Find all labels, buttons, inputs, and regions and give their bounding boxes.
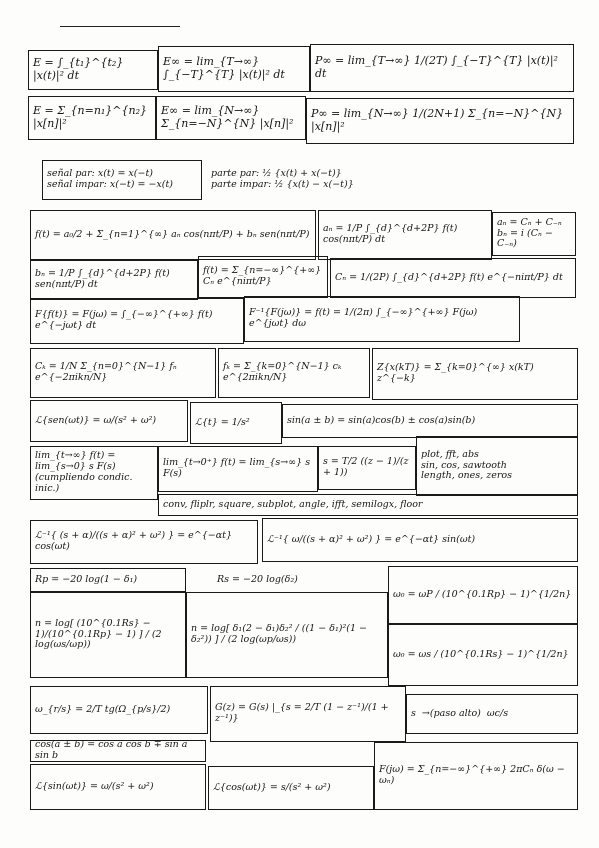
- box-energy-cont: E = ∫_{t₁}^{t₂} |x(t)|² dt: [28, 50, 158, 90]
- box-cos-sum: cos(a ± b) = cos a cos b ∓ sin a sin b: [30, 740, 206, 762]
- box-energy-inf-disc: E∞ = lim_{N→∞} Σ_{n=−N}^{N} |x[n]|²: [156, 96, 306, 140]
- box-prewarp: ω_{r/s} = 2/T tg(Ω_{p/s}/2): [30, 686, 208, 734]
- box-inverse-fourier: F⁻¹{F(jω)} = f(t) = 1/(2π) ∫_{−∞}^{+∞} F…: [244, 296, 520, 342]
- box-inv-laplace-sin: ℒ⁻¹{ ω/((s + α)² + ω²) } = e^{−αt} sin(ω…: [262, 518, 578, 562]
- box-fourier-transform: F{f(t)} = F(jω) = ∫_{−∞}^{+∞} f(t) e^{−j…: [30, 298, 244, 344]
- box-n-order-2: n = log[ δ₁(2 − δ₁)δ₂² / ((1 − δ₁)²(1 − …: [186, 592, 388, 678]
- box-w0-ws: ω₀ = ωs / (10^{0.1Rs} − 1)^{1/2n}: [388, 624, 578, 686]
- box-laplace-sin-2: ℒ{sin(ωt)} = ω/(s² + ω²): [30, 764, 206, 810]
- box-fourier-bn: bₙ = 1/P ∫_{d}^{d+2P} f(t) sen(nπt/P) dt: [30, 260, 198, 300]
- box-matlab-fns-2: conv, fliplr, square, subplot, angle, if…: [158, 494, 578, 516]
- box-n-order-1: n = log[ (10^{0.1Rs} − 1)/(10^{0.1Rp} − …: [30, 592, 186, 678]
- box-energy-inf-cont: E∞ = lim_{T→∞} ∫_{−T}^{T} |x(t)|² dt: [158, 46, 310, 92]
- box-signal-even-odd: señal par: x(t) = x(−t) señal impar: x(−…: [42, 160, 202, 200]
- top-rule: [60, 26, 180, 27]
- box-rp: Rp = −20 log(1 − δ₁): [30, 568, 186, 592]
- box-final-value: lim_{t→∞} f(t) = lim_{s→0} s F(s) (cumpl…: [30, 446, 158, 500]
- box-power-inf-disc: P∞ = lim_{N→∞} 1/(2N+1) Σ_{n=−N}^{N} |x[…: [306, 98, 574, 144]
- box-energy-disc: E = Σ_{n=n₁}^{n₂} |x[n]|²: [28, 96, 156, 140]
- box-fourier-an: aₙ = 1/P ∫_{d}^{d+2P} f(t) cos(nπt/P) dt: [318, 210, 492, 260]
- box-complex-series: f(t) = Σ_{n=−∞}^{+∞} Cₙ e^{niπt/P}: [198, 256, 328, 298]
- box-power-inf-cont: P∞ = lim_{T→∞} 1/(2T) ∫_{−T}^{T} |x(t)|²…: [310, 44, 574, 92]
- box-parts-even-odd: parte par: ½ {x(t) + x(−t)} parte impar:…: [211, 168, 354, 190]
- box-fourier-series: f(t) = a₀/2 + Σ_{n=1}^{∞} aₙ cos(nπt/P) …: [30, 210, 316, 260]
- box-sin-sum: sin(a ± b) = sin(a)cos(b) ± cos(a)sin(b): [282, 404, 578, 438]
- box-an-bn-cn: aₙ = Cₙ + C₋ₙ bₙ = i (Cₙ − C₋ₙ): [492, 212, 576, 256]
- box-lowpass-hp: s →(paso alto) ωc/s: [406, 694, 578, 734]
- box-complex-cn: Cₙ = 1/(2P) ∫_{d}^{d+2P} f(t) e^{−niπt/P…: [330, 258, 576, 298]
- box-bilinear-s: s = T/2 ((z − 1)/(z + 1)): [318, 446, 416, 490]
- box-laplace-cos: ℒ{cos(ωt)} = s/(s² + ω²): [208, 766, 374, 810]
- box-inv-laplace-cos: ℒ⁻¹{ (s + α)/((s + α)² + ω²) } = e^{−αt}…: [30, 520, 258, 564]
- box-initial-value: lim_{t→0⁺} f(t) = lim_{s→∞} s F(s): [158, 446, 318, 492]
- box-matlab-fns: plot, fft, abs sin, cos, sawtooth length…: [416, 436, 578, 496]
- box-rs: Rs = −20 log(δ₂): [217, 573, 298, 585]
- box-z-transform: Z{x(kT)} = Σ_{k=0}^{∞} x(kT) z^{−k}: [372, 348, 578, 400]
- box-dft: Cₖ = 1/N Σ_{n=0}^{N−1} fₙ e^{−2πikn/N}: [30, 348, 216, 398]
- box-fourier-periodic: F(jω) = Σ_{n=−∞}^{+∞} 2πCₙ δ(ω − ωₙ): [374, 742, 578, 810]
- box-laplace-sin: ℒ{sen(ωt)} = ω/(s² + ω²): [30, 400, 188, 442]
- box-laplace-t: ℒ{t} = 1/s²: [190, 402, 282, 444]
- box-w0-wp: ω₀ = ωP / (10^{0.1Rp} − 1)^{1/2n}: [388, 566, 578, 624]
- box-bilinear-g: G(z) = G(s) |_{s = 2/T (1 − z⁻¹)/(1 + z⁻…: [210, 686, 406, 742]
- box-idft: fₖ = Σ_{k=0}^{N−1} cₖ e^{2πikn/N}: [218, 348, 370, 398]
